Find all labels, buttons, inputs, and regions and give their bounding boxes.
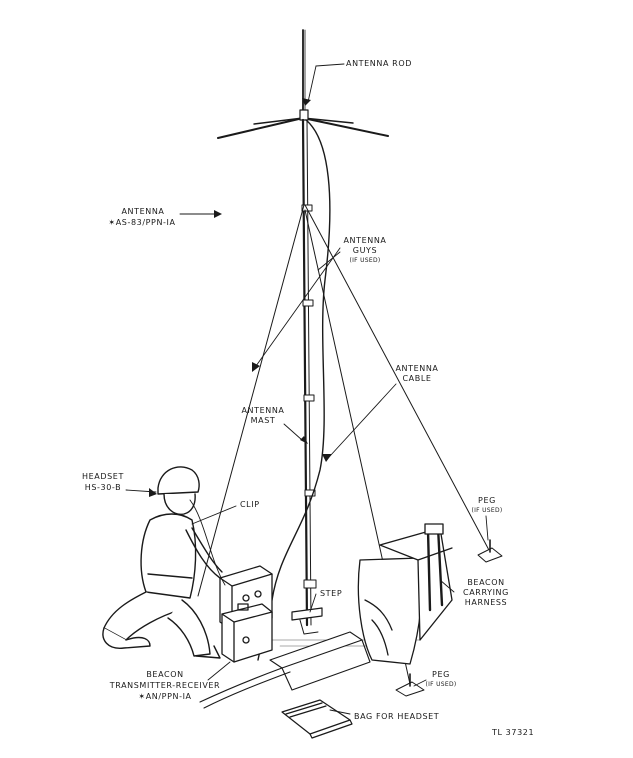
label-peg-upper: PEG [478,496,496,505]
label-antenna-guys: ANTENNA [343,236,387,245]
label-guys-if-used: (IF USED) [349,257,381,264]
label-beacon-harness: BEACON [467,578,505,587]
label-antenna-cable-2: CABLE [402,374,432,383]
label-headset-model: HS-30-B [84,483,122,492]
label-beacon-tr-model: ✶AN/PPN-IA [138,692,192,701]
label-antenna-model: ✶AS-83/PPN-IA [108,218,176,227]
bag-for-headset [281,699,353,739]
antenna-rod [217,29,389,139]
label-beacon-harness-3: HARNESS [464,598,508,607]
label-antenna-rod: ANTENNA ROD [346,59,412,68]
label-peg-upper-if-used: (IF USED) [471,507,503,514]
label-beacon-harness-2: CARRYING [463,588,509,597]
label-beacon-tr-2: TRANSMITTER-RECEIVER [109,681,221,690]
soldier-figure [102,466,226,659]
label-headset: HEADSET [82,472,124,481]
strap [199,631,371,709]
label-antenna: ANTENNA [121,207,165,216]
label-clip: CLIP [240,500,260,509]
peg-upper [477,539,503,563]
peg-lower [395,673,425,697]
label-antenna-cable: ANTENNA [395,364,439,373]
label-antenna-mast-2: MAST [250,416,276,425]
label-antenna-mast: ANTENNA [241,406,285,415]
label-peg-lower: PEG [432,670,450,679]
label-antenna-guys-2: GUYS [352,246,378,255]
label-peg-lower-if-used: (IF USED) [425,681,457,688]
arrowheads [149,98,332,497]
label-bag-for-headset: BAG FOR HEADSET [354,712,440,721]
beacon-transmitter-receiver [219,565,273,663]
figure-id: TL 37321 [492,728,535,737]
leader-lines [125,63,489,715]
beacon-carrying-harness [357,523,453,665]
label-beacon-tr: BEACON [146,670,184,679]
label-step: STEP [320,589,343,598]
antenna-mast [291,118,323,635]
